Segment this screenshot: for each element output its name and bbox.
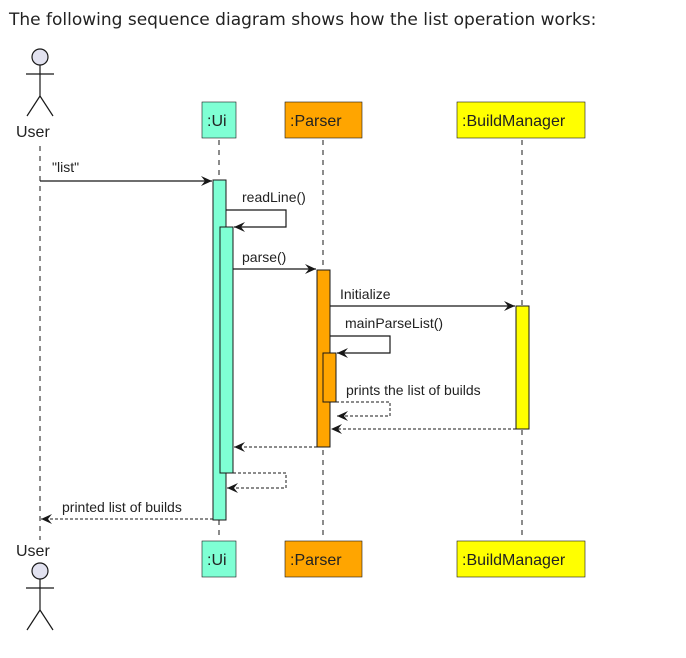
prints-list-return-arrow bbox=[336, 401, 391, 421]
readline-message-label: readLine() bbox=[242, 189, 306, 205]
parser-participant-bottom: :Parser bbox=[284, 540, 363, 578]
mainparselist-message-arrow bbox=[330, 335, 391, 358]
svg-text::Ui: :Ui bbox=[207, 552, 227, 569]
user-actor-bottom-icon bbox=[26, 562, 54, 631]
svg-text::Ui: :Ui bbox=[207, 113, 227, 130]
parse-message-label: parse() bbox=[242, 249, 286, 265]
svg-text::BuildManager: :BuildManager bbox=[462, 552, 566, 569]
svg-text::Parser: :Parser bbox=[290, 113, 342, 130]
buildmanager-participant-top: :BuildManager bbox=[456, 101, 586, 139]
ui-activation-inner bbox=[219, 226, 234, 474]
parser-participant-top: :Parser bbox=[284, 101, 363, 139]
user-actor-top-label: User bbox=[16, 124, 50, 141]
prints-list-return-label: prints the list of builds bbox=[346, 382, 481, 398]
list-message-label: "list" bbox=[52, 159, 79, 175]
user-actor-top-icon bbox=[26, 48, 54, 117]
buildmanager-participant-bottom: :BuildManager bbox=[456, 540, 586, 578]
parser-activation-inner bbox=[322, 352, 337, 403]
printed-list-return-label: printed list of builds bbox=[62, 499, 182, 515]
svg-text::Parser: :Parser bbox=[290, 552, 342, 569]
intro-text: The following sequence diagram shows how… bbox=[9, 10, 597, 30]
buildmanager-activation bbox=[515, 305, 530, 430]
mainparselist-message-label: mainParseList() bbox=[345, 315, 443, 331]
readline-message-arrow bbox=[226, 209, 287, 232]
user-actor-bottom-label: User bbox=[16, 543, 50, 560]
svg-text::BuildManager: :BuildManager bbox=[462, 113, 566, 130]
ui-participant-top: :Ui bbox=[201, 101, 237, 139]
ui-self-return-arrow bbox=[227, 472, 287, 493]
initialize-message-label: Initialize bbox=[340, 286, 391, 302]
ui-participant-bottom: :Ui bbox=[201, 540, 237, 578]
